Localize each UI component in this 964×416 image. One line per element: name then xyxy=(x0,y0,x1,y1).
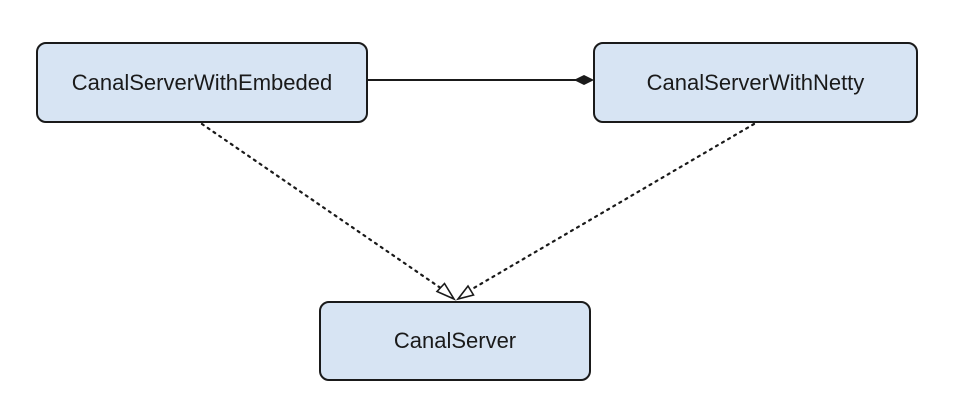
realization-edge-embeded-line xyxy=(200,122,447,293)
realization-arrowhead-embeded-icon xyxy=(435,282,457,301)
node-canal-server[interactable]: CanalServer xyxy=(319,301,591,381)
node-label-embeded: CanalServerWithEmbeded xyxy=(71,69,333,95)
node-label-server: CanalServer xyxy=(393,328,517,353)
composition-diamond-icon xyxy=(573,74,595,86)
node-label-netty: CanalServerWithNetty xyxy=(646,69,865,95)
realization-edge-netty-line xyxy=(465,122,756,294)
node-canal-server-with-netty[interactable]: CanalServerWithNetty xyxy=(593,42,918,123)
realization-arrowhead-netty-icon xyxy=(455,284,475,301)
node-canal-server-with-embeded[interactable]: CanalServerWithEmbeded xyxy=(36,42,368,123)
